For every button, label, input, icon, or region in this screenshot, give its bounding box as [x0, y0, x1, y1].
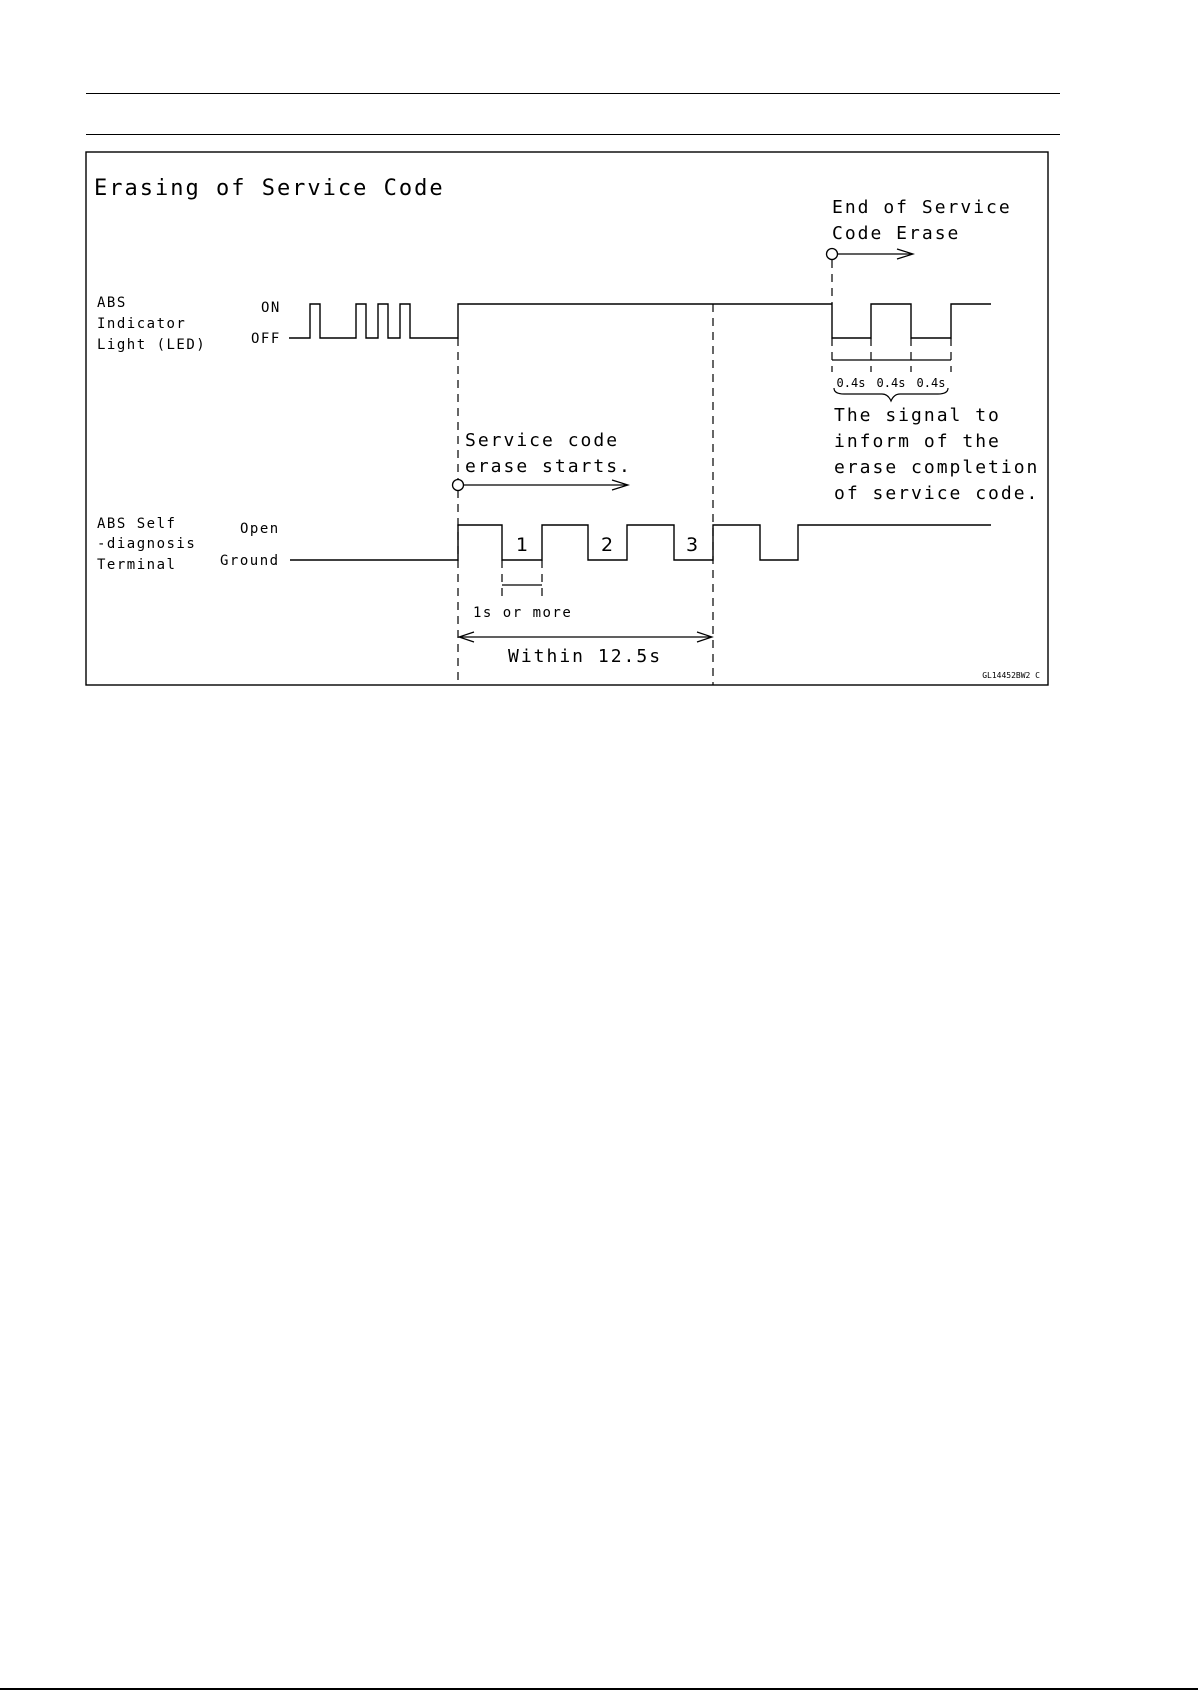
erase-end-marker-icon	[827, 249, 838, 260]
figure-code: GL14452BW2 C	[982, 671, 1040, 680]
completion-signal-line1: The signal to	[834, 405, 1001, 426]
ground-pulse-number-3: 3	[686, 534, 698, 556]
blink-interval-label-3: 0.4s	[917, 376, 946, 390]
self-diagnosis-open-label: Open	[240, 521, 280, 537]
diagram-title: Erasing of Service Code	[94, 176, 445, 201]
abs-indicator-label-line2: Indicator	[97, 316, 186, 332]
self-diagnosis-ground-label: Ground	[220, 553, 280, 569]
min-ground-time-label: 1s or more	[473, 605, 572, 621]
erase-end-label-line1: End of Service	[832, 197, 1012, 218]
blink-interval-label-1: 0.4s	[837, 376, 866, 390]
ground-pulse-number-2: 2	[601, 534, 613, 556]
erase-start-marker-icon	[453, 480, 464, 491]
ground-pulse-number-1: 1	[516, 534, 528, 556]
self-diagnosis-waveform	[290, 525, 991, 560]
erase-start-label-line1: Service code	[465, 430, 619, 451]
abs-indicator-on-label: ON	[261, 300, 281, 316]
completion-signal-line4: of service code.	[834, 483, 1039, 504]
self-diagnosis-label-line3: Terminal	[97, 557, 176, 573]
abs-indicator-off-label: OFF	[251, 331, 281, 347]
abs-indicator-waveform	[289, 304, 991, 338]
abs-indicator-label-line3: Light (LED)	[97, 337, 206, 353]
footer-rule	[0, 1688, 1198, 1690]
completion-signal-line3: erase completion	[834, 457, 1039, 478]
abs-indicator-label-line1: ABS	[97, 295, 127, 311]
total-window-label: Within 12.5s	[508, 646, 662, 667]
completion-signal-line2: inform of the	[834, 431, 1001, 452]
erase-end-label-line2: Code Erase	[832, 223, 960, 244]
self-diagnosis-label-line2: -diagnosis	[97, 536, 196, 552]
erase-start-label-line2: erase starts.	[465, 456, 632, 477]
self-diagnosis-label-line1: ABS Self	[97, 516, 176, 532]
blink-interval-label-2: 0.4s	[877, 376, 906, 390]
